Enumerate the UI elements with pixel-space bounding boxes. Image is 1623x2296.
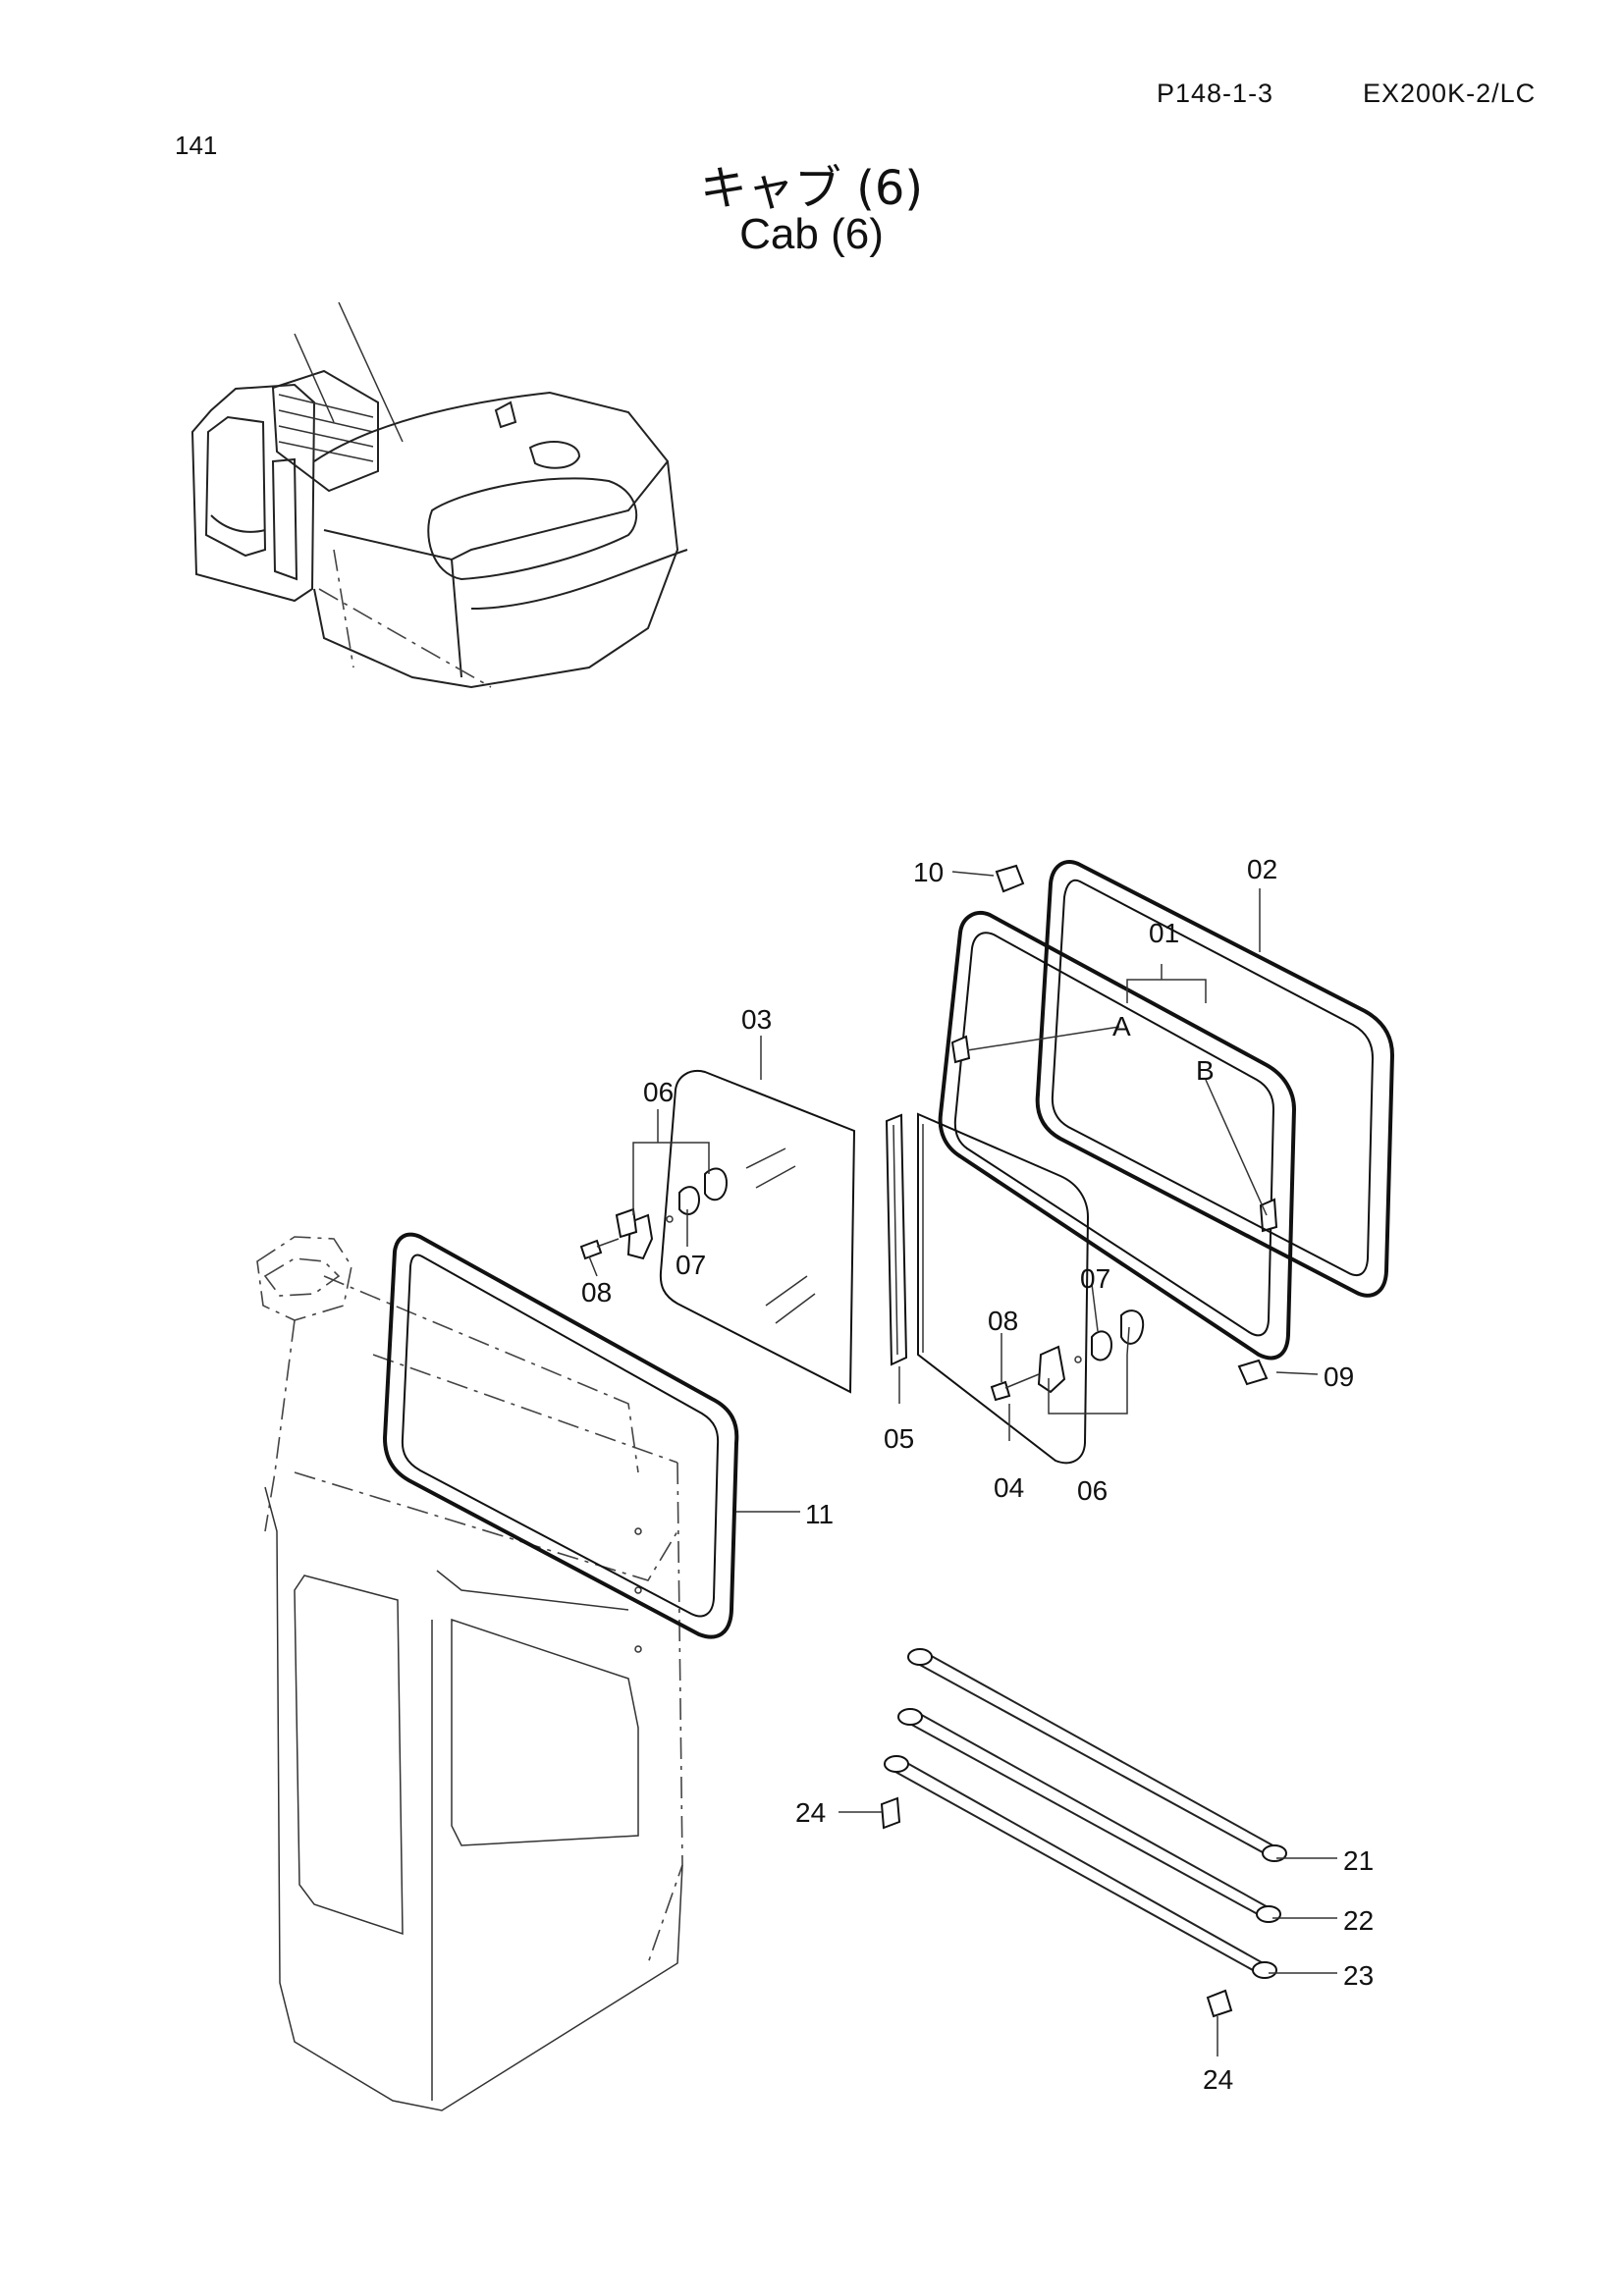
callout-08-right: 08 [988,1306,1018,1336]
callout-11: 11 [805,1499,834,1529]
callout-08-left: 08 [581,1277,612,1308]
part-05-rubber-strip [885,1113,908,1366]
callout-09: 09 [1324,1362,1354,1392]
callout-05: 05 [884,1423,914,1454]
page-title-japanese: キャブ (6) [699,161,924,216]
callout-07-left: 07 [676,1250,706,1280]
callout-02: 02 [1247,854,1277,884]
model-number: EX200K-2/LC [1363,79,1537,108]
callout-06-right: 06 [1077,1475,1108,1506]
part-22-rod [897,1708,1281,1923]
page-number: 141 [175,131,218,160]
part-23-rod [884,1755,1277,1979]
part-24-bolt-upper [880,1796,901,1830]
part-04-sliding-glass [917,1112,1090,1465]
part-10-stopper [995,864,1025,893]
callout-22: 22 [1343,1905,1374,1936]
callout-24-upper: 24 [795,1797,826,1828]
callout-10: 10 [913,857,944,887]
callout-labels: 01 02 03 04 05 06 06 07 07 08 08 09 10 1… [581,854,1374,2095]
callout-23: 23 [1343,1960,1374,1991]
part-24-bolt-lower [1206,1989,1233,2018]
cab-body-outline [256,1236,683,2111]
leader-lines [588,871,1337,2056]
part-03-glass [659,1070,856,1394]
callout-21: 21 [1343,1845,1374,1876]
page-title-english: Cab (6) [739,210,884,258]
callout-01: 01 [1149,918,1179,948]
part-01-window-frame [938,911,1297,1361]
callout-04: 04 [994,1472,1024,1503]
part-21-rod [907,1648,1287,1862]
part-02-outer-seal [1035,860,1395,1298]
detail-label-b: B [1196,1055,1215,1086]
callout-03: 03 [741,1004,772,1035]
callout-24-lower: 24 [1203,2064,1233,2095]
part-11-window-seal [382,1232,739,1639]
detail-label-a: A [1112,1011,1131,1041]
page-reference: P148-1-3 [1157,79,1274,108]
part-06-hinge-right [990,1309,1145,1402]
excavator-overview-illustration [190,301,688,689]
part-09-stopper [1237,1359,1269,1386]
callout-07-right: 07 [1080,1263,1110,1294]
callout-06-left: 06 [643,1077,674,1107]
part-06-hinge-left [579,1167,729,1260]
